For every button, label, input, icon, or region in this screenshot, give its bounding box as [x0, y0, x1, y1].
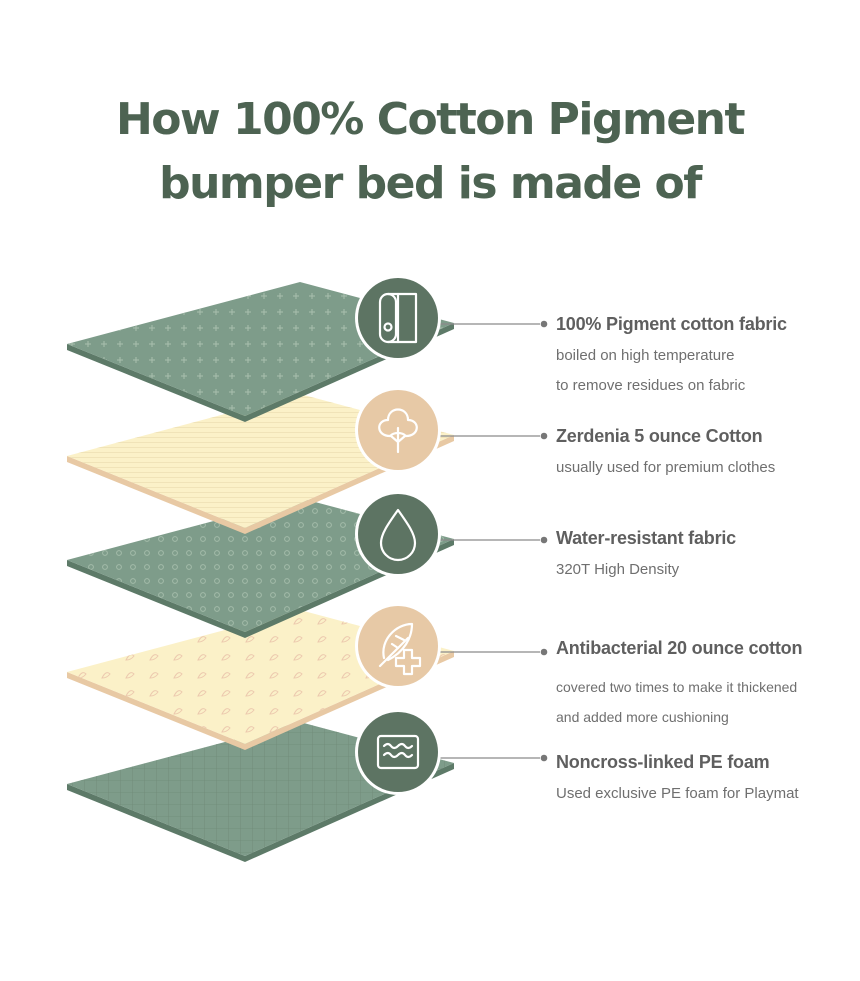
page-title: How 100% Cotton Pigment bumper bed is ma… — [0, 88, 860, 216]
layer-detail: boiled on high temperature — [556, 347, 735, 364]
layer-heading: Zerdenia 5 ounce Cotton — [556, 426, 763, 446]
layer-detail: usually used for premium clothes — [556, 459, 776, 476]
layer-detail: covered two times to make it thickened — [556, 679, 798, 695]
layer-label-3: Water-resistant fabric 320T High Density — [556, 526, 856, 585]
title-line-2: bumper bed is made of — [159, 158, 702, 209]
layer-heading: 100% Pigment cotton fabric — [556, 314, 787, 334]
layer-label-4: Antibacterial 20 ounce cotton covered two… — [556, 636, 856, 732]
layer-detail: Used exclusive PE foam for Playmat — [556, 785, 799, 802]
layer-detail: to remove residues on fabric — [556, 377, 746, 394]
layer-heading: Noncross-linked PE foam — [556, 752, 770, 772]
water-drop-icon — [355, 491, 441, 577]
foam-layers-icon — [355, 709, 441, 795]
feather-cross-icon — [355, 603, 441, 689]
leader-line-5 — [440, 754, 548, 762]
leader-line-4 — [440, 648, 548, 656]
layer-detail: and added more cushioning — [556, 709, 729, 725]
layer-label-2: Zerdenia 5 ounce Cotton usually used for … — [556, 424, 856, 483]
layer-heading: Antibacterial 20 ounce cotton — [556, 638, 803, 658]
leader-line-1 — [440, 320, 548, 328]
cotton-flower-icon — [355, 387, 441, 473]
title-line-1: How 100% Cotton Pigment — [115, 94, 746, 145]
leader-line-3 — [440, 536, 548, 544]
leader-line-2 — [440, 432, 548, 440]
layer-label-1: 100% Pigment cotton fabric boiled on high… — [556, 312, 856, 401]
layer-heading: Water-resistant fabric — [556, 528, 736, 548]
layer-detail: 320T High Density — [556, 561, 680, 578]
fabric-roll-icon — [355, 275, 441, 361]
